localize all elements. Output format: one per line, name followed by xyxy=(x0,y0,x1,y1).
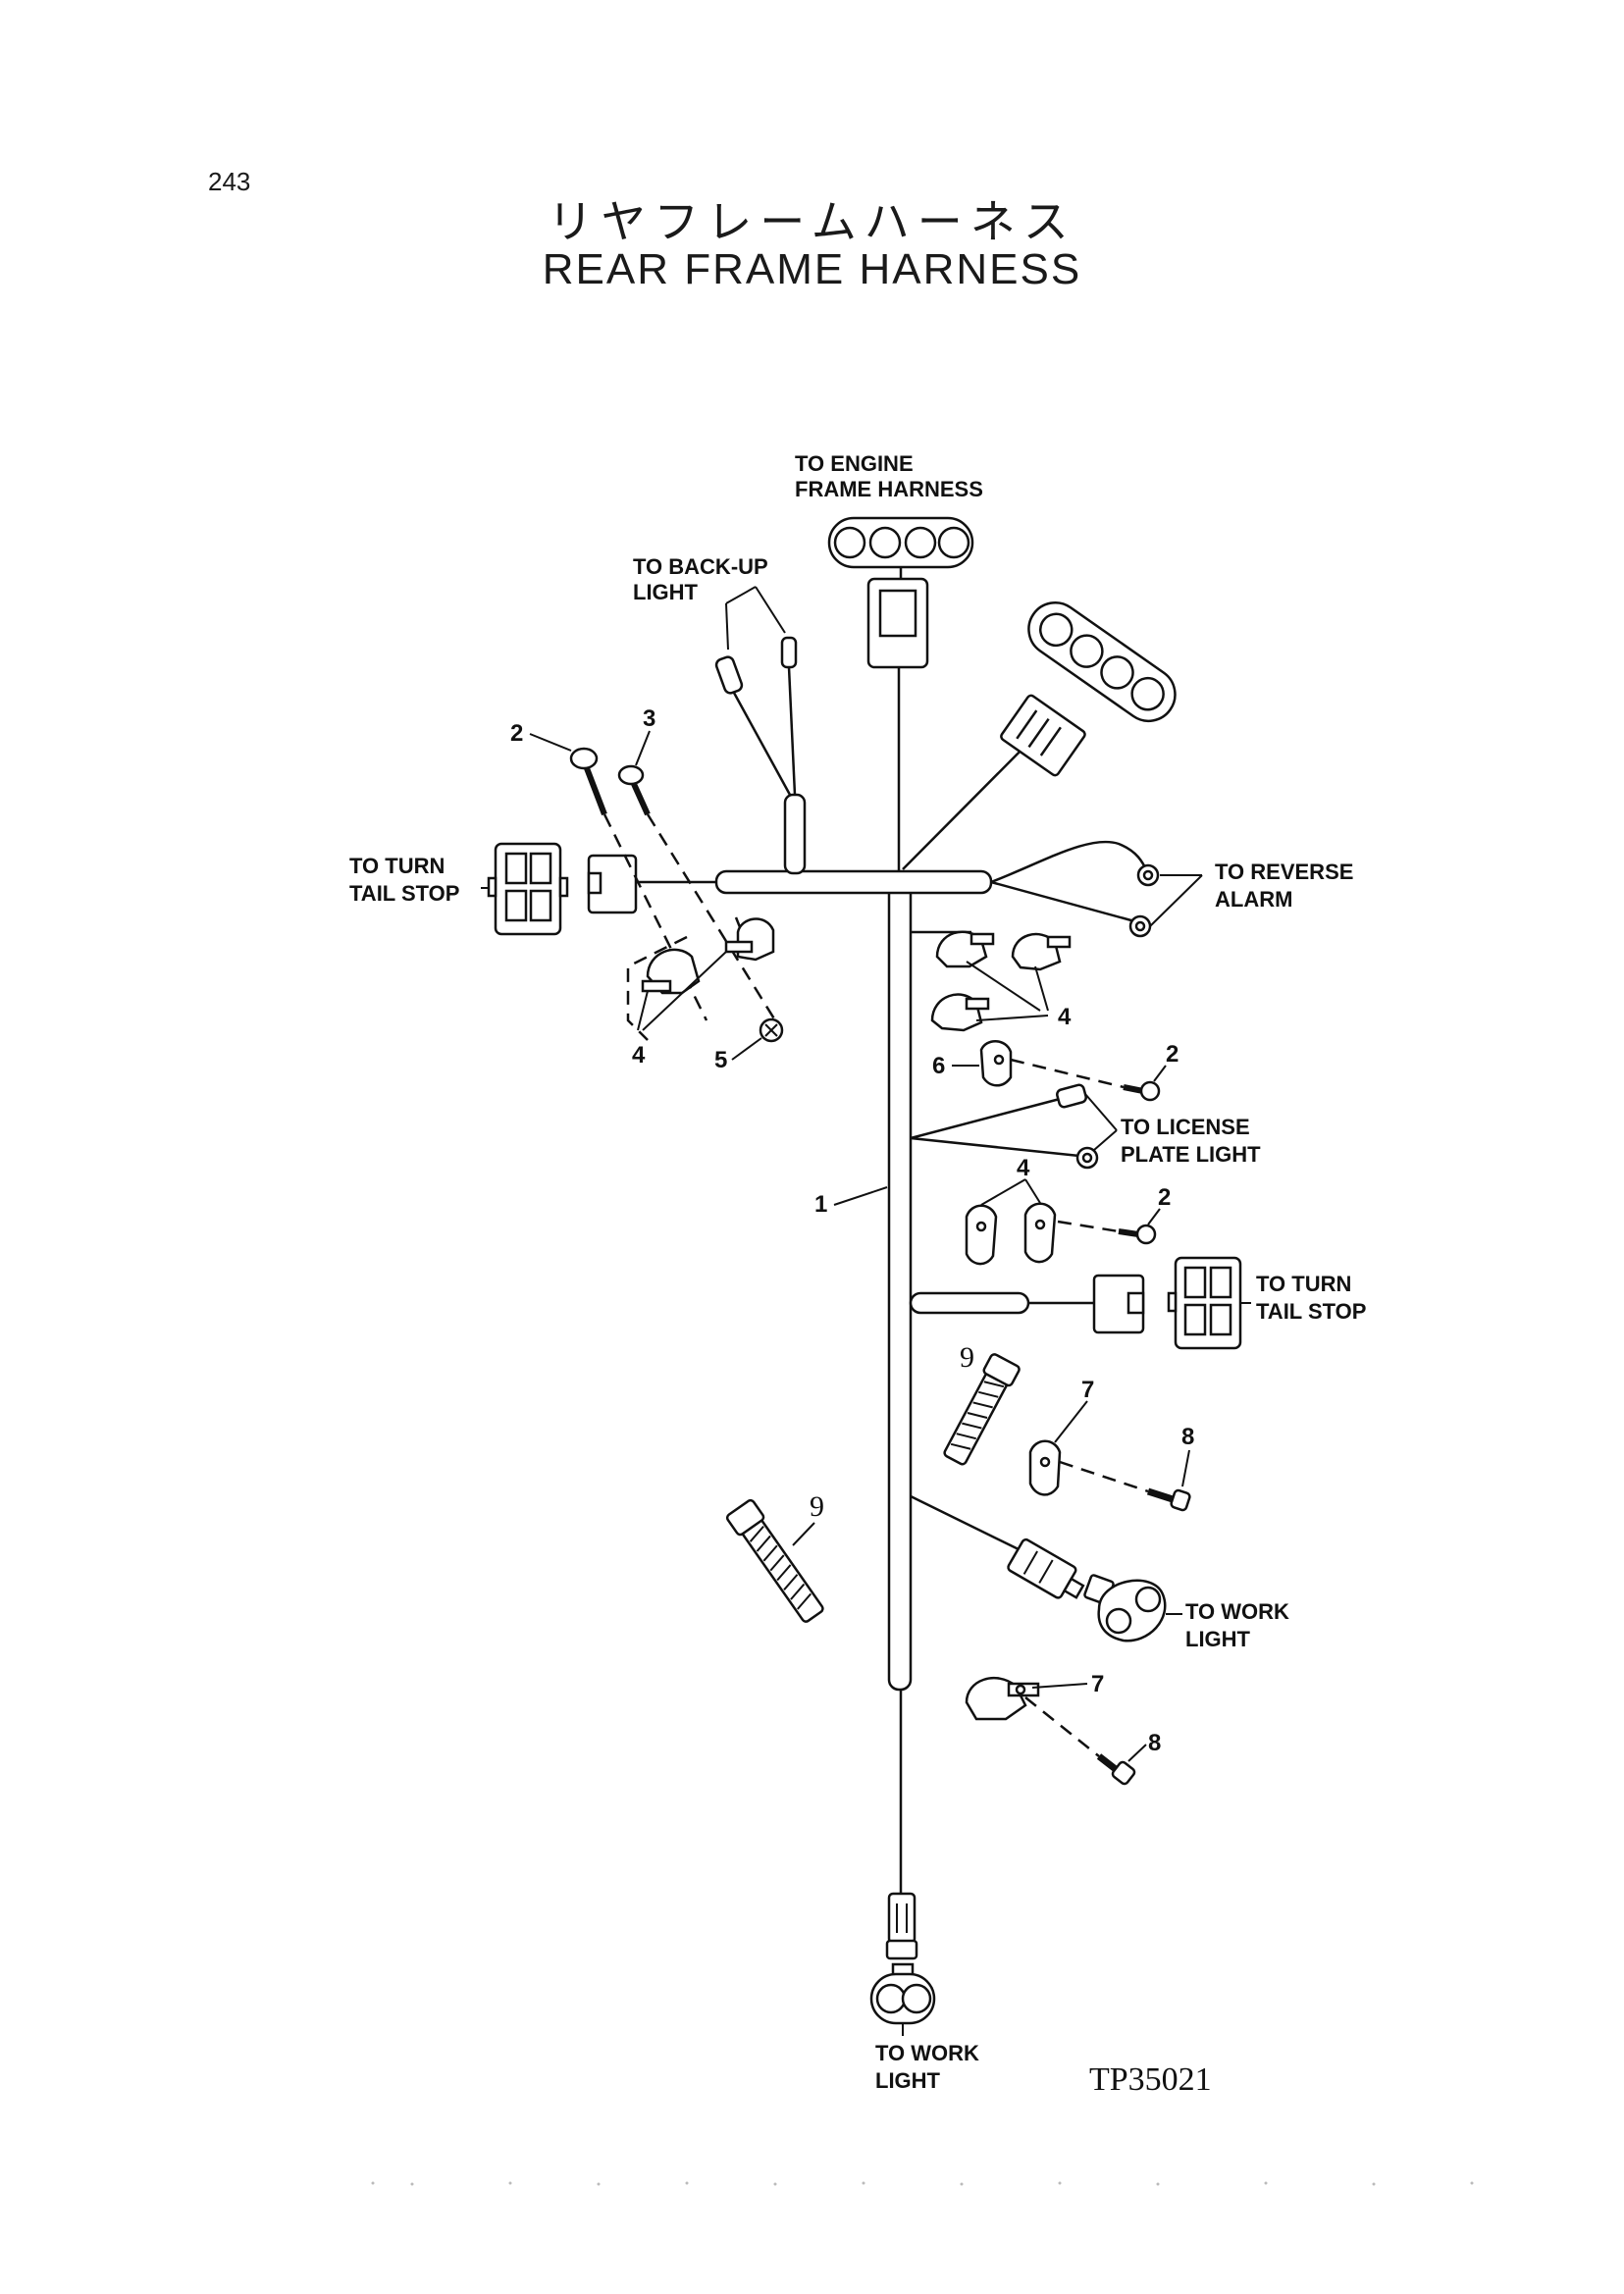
backup-light-leads xyxy=(714,586,798,796)
title-japanese: リヤフレームハーネス xyxy=(548,195,1076,248)
title-english: REAR FRAME HARNESS xyxy=(542,245,1082,293)
cable-tie-right xyxy=(943,1353,1021,1466)
part-number-6: 6 xyxy=(932,1053,945,1079)
scan-noise xyxy=(371,2181,1474,2186)
clamp-6-assembly xyxy=(979,1040,1161,1102)
part-number-8-lower: 8 xyxy=(1148,1730,1161,1756)
cable-tie-left xyxy=(725,1498,824,1623)
part-number-8-right: 8 xyxy=(1181,1424,1194,1450)
label-turn-tail-stop-left: TO TURN TAIL STOP xyxy=(349,854,459,906)
part-number-2-left: 2 xyxy=(510,720,523,747)
part-number-4-right-upper: 4 xyxy=(1058,1004,1072,1030)
license-plate-light-leads xyxy=(1056,1083,1118,1170)
label-reverse-alarm: TO REVERSE ALARM xyxy=(1215,860,1360,912)
left-clamps xyxy=(637,917,775,1031)
clamp-7-right-assembly xyxy=(1028,1439,1191,1512)
part-number-2-right-upper: 2 xyxy=(1166,1041,1179,1068)
part-number-1-harness: 1 xyxy=(814,1191,827,1218)
reverse-alarm-terminals xyxy=(1128,863,1203,938)
part-number-4-right-mid: 4 xyxy=(1017,1155,1030,1181)
part-number-7-lower: 7 xyxy=(1091,1671,1104,1697)
label-backup-light: TO BACK-UP LIGHT xyxy=(633,554,773,604)
label-engine-frame-harness: TO ENGINE FRAME HARNESS xyxy=(795,451,983,501)
left-tail-connector xyxy=(481,842,638,936)
page-number: 243 xyxy=(208,167,251,196)
label-turn-tail-stop-right: TO TURN TAIL STOP xyxy=(1256,1272,1366,1324)
work-light-right-connector xyxy=(1007,1538,1182,1642)
harness-trunk xyxy=(636,667,1150,1894)
label-work-light-bottom: TO WORK LIGHT xyxy=(875,2041,985,2093)
right-clamps-upper xyxy=(930,930,1072,1032)
part-number-9-left: 9 xyxy=(810,1490,824,1523)
right-tail-connector xyxy=(1092,1256,1251,1350)
part-number-5-left: 5 xyxy=(714,1047,727,1073)
label-work-light-right: TO WORK LIGHT xyxy=(1185,1599,1295,1651)
label-license-plate-light: TO LICENSE PLATE LIGHT xyxy=(1121,1115,1261,1167)
work-light-bottom-connector xyxy=(869,1892,936,2036)
figure-code: TP35021 xyxy=(1089,2061,1212,2098)
right-clamps-mid xyxy=(965,1178,1157,1266)
engine-connector-angled xyxy=(1027,600,1177,723)
part-number-7-right: 7 xyxy=(1081,1377,1094,1403)
engine-plug-angled xyxy=(1000,694,1086,777)
part-number-4-left: 4 xyxy=(632,1042,646,1069)
clamp-7-lower-assembly xyxy=(965,1676,1136,1786)
part-number-3-left: 3 xyxy=(643,705,655,732)
engine-harness-connector xyxy=(827,516,974,669)
part-number-9-right: 9 xyxy=(960,1341,974,1374)
part-number-2-right-mid: 2 xyxy=(1158,1184,1171,1211)
